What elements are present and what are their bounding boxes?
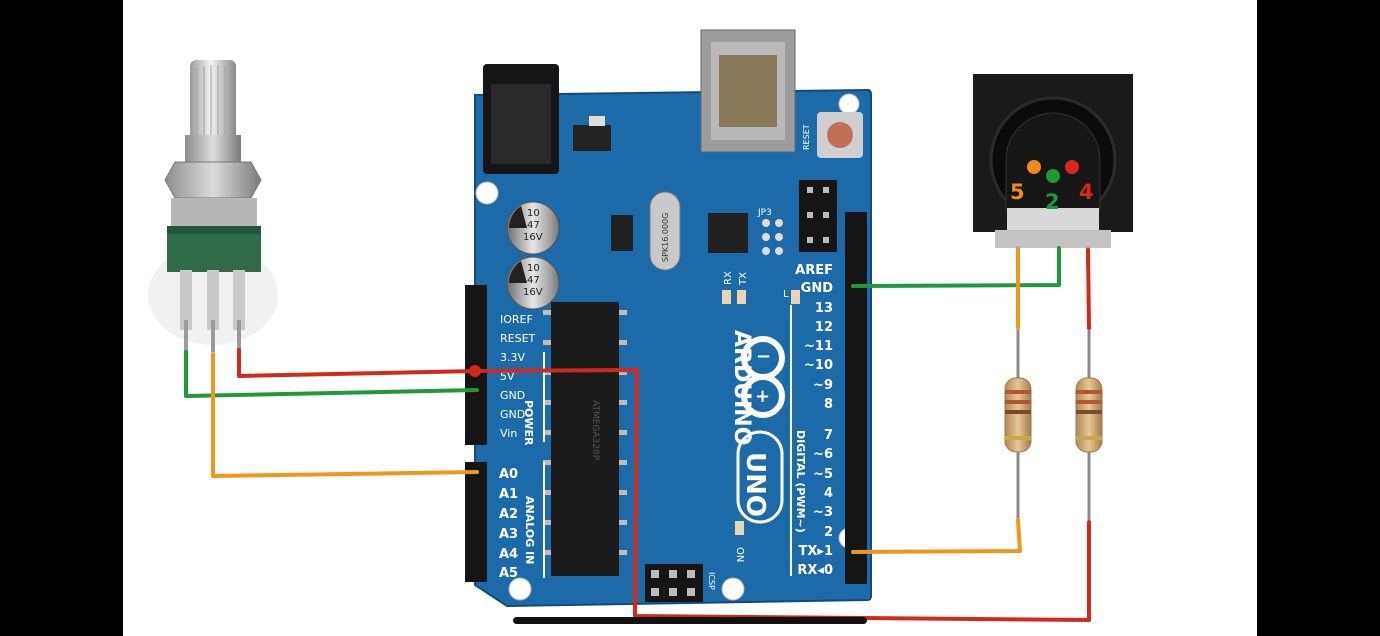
digital-pin-8: 8 [824,397,833,412]
digital-pin-1-tx: TX▸1 [799,544,833,559]
icsp-header [645,564,703,602]
wire-red-pot-5v [237,348,479,378]
digital-pin-9: ~9 [813,378,833,393]
analog-header [465,462,487,582]
analog-pin-a4: A4 [499,547,518,562]
power-pin-ioref: IOREF [500,313,533,326]
analog-pin-a2: A2 [499,507,518,522]
analog-pin-a0: A0 [499,467,518,482]
power-pin-gnd-2: GND [500,408,525,421]
power-pin-5v: 5V [500,370,515,383]
capacitor-2-voltage: 16V [523,287,543,298]
capacitor-1-voltage: 16V [523,232,543,243]
wire-orange-tx-midi5 [851,518,1022,554]
digital-pin-gnd: GND [801,281,834,296]
digital-pin-3: ~3 [813,505,833,520]
midi-din-connector: 5 2 4 [973,74,1133,266]
reset-button-label: RESET [802,124,811,150]
icsp-label: ICSP [707,572,716,590]
power-header-label: POWER [522,400,535,446]
capacitor-1-capacity: 47 [527,220,540,231]
capacitor-1-value: 10 [527,208,540,219]
capacitor-1: 10 47 16V [506,201,560,255]
analog-pin-a5: A5 [499,566,518,581]
svg-text:+: + [755,386,770,407]
usb-interface-chip [708,213,748,253]
arduino-uno-board: RESET 10 47 16V 10 47 16V SPK16.000G JP3 [465,29,872,608]
digital-pin-6: ~6 [813,447,833,462]
midi-pin-4-dot [1065,160,1079,174]
chip-marking: ATMEGA328P [590,400,600,461]
arduino-infinity-logo [741,336,785,418]
power-pin-labels: IOREF RESET 3.3V 5V GND GND Vin [500,313,536,440]
digital-pin-12: 12 [815,320,833,335]
tx-led-label: TX [738,272,749,286]
wire-green-pot-gnd [184,350,479,398]
potentiometer [148,60,278,352]
midi-pin-label-5: 5 [1010,180,1025,204]
uno-badge [736,430,784,524]
digital-pin-11: ~11 [804,339,833,354]
pot-nut [164,161,262,199]
digital-pin-2: 2 [824,525,833,540]
digital-header [845,212,867,584]
power-pin-gnd-1: GND [500,389,525,402]
analog-pin-a1: A1 [499,487,518,502]
digital-pin-0-rx: RX◂0 [797,563,833,578]
digital-header-label: DIGITAL (PWM~) [794,430,807,533]
crystal-oscillator [649,191,681,271]
wire-green-gnd-midi2 [851,246,1061,288]
capacitor-2-capacity: 47 [527,275,540,286]
rx-led-label: RX [723,271,734,285]
wire-red-midi4-top [1086,248,1091,330]
jp3-label: JP3 [757,208,772,218]
crystal-marking: SPK16.000G [661,213,670,262]
midi-pin-5-dot [1027,160,1041,174]
power-header [465,285,487,445]
digital-pin-13: 13 [815,301,833,316]
power-pin-3v3: 3.3V [500,351,525,364]
diagram-canvas: RESET 10 47 16V 10 47 16V SPK16.000G JP3 [123,0,1257,636]
analog-pin-a3: A3 [499,527,518,542]
power-pin-reset: RESET [500,332,536,345]
capacitor-2-value: 10 [527,263,540,274]
digital-pin-7: 7 [824,428,833,443]
home-indicator[interactable] [513,617,867,624]
wiring-diagram: RESET 10 47 16V 10 47 16V SPK16.000G JP3 [148,29,1133,622]
analog-pin-labels: A0 A1 A2 A3 A4 A5 [499,467,518,581]
on-led-label: ON [734,547,745,562]
digital-pin-10: ~10 [804,358,833,373]
midi-pin-2-dot [1046,169,1060,183]
l-led-label: L [783,289,789,300]
capacitor-2: 10 47 16V [506,256,560,310]
resistor-orange-line [1004,330,1032,520]
midi-pin-label-4: 4 [1079,180,1094,204]
digital-pin-labels: AREF GND 13 12 ~11 ~10 ~9 8 7 ~6 ~5 4 ~3… [795,263,833,578]
digital-pin-aref: AREF [795,263,833,278]
digital-pin-4: 4 [824,486,833,501]
wire-red-5v-midi4 [473,368,1091,622]
wire-orange-pot-a0 [211,352,479,478]
atmega-microcontroller [551,302,619,576]
midi-pin-label-2: 2 [1045,190,1060,214]
svg-text:−: − [756,346,771,367]
arduino-logo-text: ARDUINO [729,330,754,445]
power-pin-vin: Vin [500,427,517,440]
junction-5v [469,365,481,377]
uno-model-text: UNO [740,452,770,517]
resistor-red-line [1075,330,1103,520]
digital-pin-5: ~5 [813,467,833,482]
analog-header-label: ANALOG IN [523,496,536,564]
